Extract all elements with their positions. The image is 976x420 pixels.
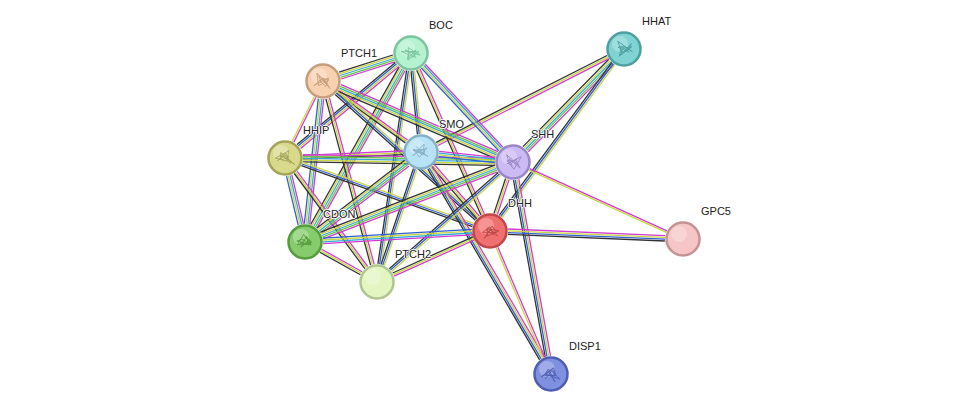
protein-node: SMO xyxy=(403,134,439,170)
evidence-line xyxy=(323,229,472,238)
node-label: HHAT xyxy=(642,15,671,28)
evidence-line xyxy=(340,88,497,155)
protein-node: GPC5 xyxy=(665,221,701,257)
evidence-line xyxy=(529,170,666,232)
evidence-line xyxy=(523,59,609,146)
evidence-line xyxy=(429,168,541,359)
evidence-line xyxy=(319,163,407,231)
node-label: HHIP xyxy=(303,124,329,137)
interaction-edge xyxy=(523,59,614,151)
evidence-line xyxy=(428,169,540,360)
evidence-line xyxy=(508,234,665,241)
node-label: DHH xyxy=(508,197,532,210)
evidence-line xyxy=(288,176,300,225)
evidence-line xyxy=(502,65,615,218)
protein-node: DHH xyxy=(472,213,508,249)
evidence-line xyxy=(322,170,496,237)
node-circle xyxy=(359,264,395,300)
evidence-line xyxy=(321,166,409,234)
node-circle xyxy=(533,356,569,392)
evidence-line xyxy=(339,90,496,157)
protein-node: HHAT xyxy=(606,31,642,67)
evidence-line xyxy=(530,169,667,231)
evidence-line xyxy=(524,61,610,148)
evidence-line xyxy=(494,179,506,214)
interaction-edge xyxy=(393,237,475,276)
evidence-line xyxy=(431,167,543,358)
evidence-line xyxy=(338,91,495,158)
evidence-line xyxy=(287,176,299,225)
evidence-line xyxy=(321,251,362,274)
interaction-edge xyxy=(323,229,472,243)
evidence-line xyxy=(318,162,406,230)
protein-node: CDON xyxy=(287,224,323,260)
node-circle xyxy=(606,31,642,67)
node-circle xyxy=(287,224,323,260)
node-circle xyxy=(472,213,508,249)
node-label: CDON xyxy=(323,208,355,221)
evidence-line xyxy=(393,237,473,273)
protein-node: PTCH2 xyxy=(359,264,395,300)
evidence-line xyxy=(498,247,545,357)
evidence-line xyxy=(437,57,608,144)
node-label: PTCH1 xyxy=(341,47,377,60)
evidence-line xyxy=(496,248,543,358)
node-label: GPC5 xyxy=(701,205,731,218)
node-circle xyxy=(495,144,531,180)
node-circle xyxy=(267,140,303,176)
node-label: BOC xyxy=(429,19,453,32)
node-label: SHH xyxy=(531,128,554,141)
evidence-line xyxy=(393,238,473,274)
protein-node: DISP1 xyxy=(533,356,569,392)
interaction-edge xyxy=(436,56,609,146)
interaction-edge xyxy=(508,229,665,241)
node-label: PTCH2 xyxy=(395,248,431,261)
interaction-edge xyxy=(496,247,545,358)
evidence-line xyxy=(322,249,363,272)
protein-node: HHIP xyxy=(267,140,303,176)
interaction-edge xyxy=(320,249,362,275)
node-circle xyxy=(403,134,439,170)
evidence-line xyxy=(323,172,497,239)
evidence-line xyxy=(391,174,500,270)
interaction-edge xyxy=(529,169,667,233)
node-circle xyxy=(665,221,701,257)
evidence-line xyxy=(323,231,472,240)
interaction-edge xyxy=(439,151,496,162)
node-circle xyxy=(305,63,341,99)
evidence-line xyxy=(438,59,609,146)
interaction-edge xyxy=(428,166,544,360)
evidence-line xyxy=(421,68,498,151)
interaction-edge xyxy=(494,179,509,215)
evidence-line xyxy=(317,160,405,228)
interaction-edge xyxy=(389,173,500,272)
interaction-edge xyxy=(338,85,498,159)
protein-node: BOC xyxy=(393,35,429,71)
evidence-line xyxy=(424,66,501,149)
node-circle xyxy=(393,35,429,71)
node-label: SMO xyxy=(439,118,464,131)
evidence-line xyxy=(304,99,318,224)
evidence-line xyxy=(439,157,495,163)
evidence-line xyxy=(496,179,508,214)
evidence-line xyxy=(392,175,501,271)
protein-node: PTCH1 xyxy=(305,63,341,99)
evidence-line xyxy=(432,166,544,357)
node-label: DISP1 xyxy=(569,340,601,353)
evidence-line xyxy=(436,56,607,143)
protein-node: SHH xyxy=(495,144,531,180)
evidence-line xyxy=(394,240,474,276)
evidence-line xyxy=(320,252,361,274)
